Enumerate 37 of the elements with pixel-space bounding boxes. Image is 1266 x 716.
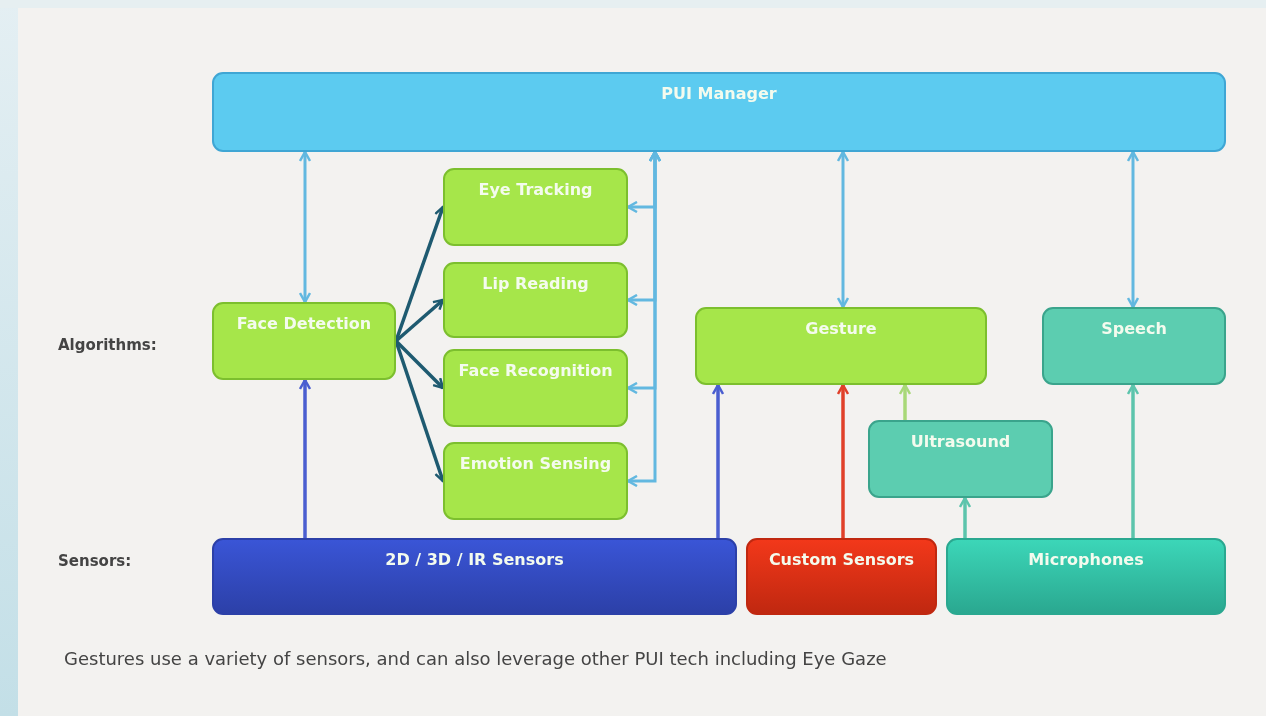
caption: Gestures use a variety of sensors, and can also leverage other PUI tech including Eye Gaze	[64, 648, 887, 669]
process-box	[212, 302, 396, 380]
arrow	[1126, 150, 1140, 309]
arrow	[711, 383, 725, 538]
box-label: Emotion Sensing	[459, 454, 612, 475]
arrow	[958, 496, 972, 538]
arrow	[898, 383, 912, 420]
box-label: Face Detection	[236, 314, 372, 335]
box-label: Gesture	[805, 319, 877, 340]
process-box	[443, 349, 628, 427]
arrow	[626, 150, 662, 488]
box-label: Custom Sensors	[768, 550, 915, 571]
process-box	[443, 262, 628, 338]
box-label: PUI Manager	[661, 84, 777, 105]
box-label: Eye Tracking	[478, 180, 593, 201]
arrow	[1126, 383, 1140, 538]
sensor-box	[946, 538, 1226, 615]
row-label: Algorithms:	[58, 336, 157, 354]
process-box	[443, 168, 628, 246]
box-label: 2D / 3D / IR Sensors	[385, 550, 564, 571]
sensor-box	[746, 538, 937, 615]
box-label: Microphones	[1028, 550, 1144, 571]
arrow	[298, 150, 312, 304]
process-box	[695, 307, 987, 385]
process-box	[868, 420, 1053, 498]
arrow	[836, 383, 850, 538]
row-label: Sensors:	[58, 552, 132, 570]
box-label: Speech	[1101, 319, 1167, 340]
process-box	[443, 442, 628, 520]
box-label: Ultrasound	[910, 432, 1011, 453]
arrow	[298, 378, 312, 538]
process-box	[1042, 307, 1226, 385]
box-label: Face Recognition	[458, 361, 613, 382]
sensor-box	[212, 538, 737, 615]
box-label: Lip Reading	[482, 274, 589, 295]
manager-box	[212, 72, 1226, 152]
arrow	[836, 150, 850, 309]
